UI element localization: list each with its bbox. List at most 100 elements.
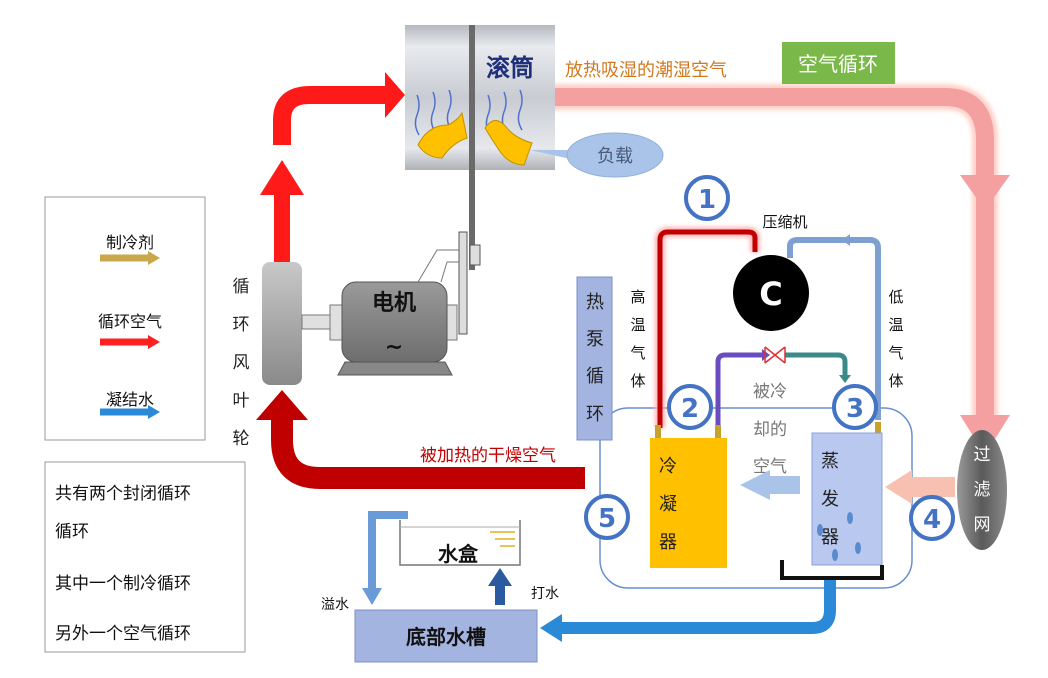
air-cycle-badge-label: 空气循环 — [798, 52, 878, 76]
svg-text:循环: 循环 — [55, 522, 89, 542]
svg-text:蒸: 蒸 — [821, 451, 839, 472]
filter — [957, 430, 1007, 550]
notes-text: 共有两个封闭循环 循环 其中一个制冷循环 另外一个空气循环 — [55, 484, 191, 644]
svg-text:体: 体 — [630, 372, 645, 390]
clothes-load-icon — [417, 111, 468, 159]
heat-pump-cycle-label-box — [576, 276, 613, 441]
step-5: 5 — [584, 494, 630, 540]
condenser-label: 冷凝器 — [659, 456, 677, 553]
water-box-label: 水盒 — [438, 542, 479, 566]
svg-text:其中一个制冷循环: 其中一个制冷循环 — [55, 574, 191, 594]
legend-item-circulating-air: 循环空气 — [98, 312, 162, 349]
moist-air-label: 放热吸湿的潮湿空气 — [565, 60, 727, 81]
arrow-icon — [148, 405, 160, 419]
pump-label: 打水 — [531, 585, 559, 602]
high-temp-pipe — [657, 229, 758, 428]
compressor-label: 压缩机 — [762, 213, 807, 231]
low-temp-gas-label: 低温 气体 — [888, 288, 903, 390]
heat-pump-cycle-label: 热 泵 循 环 — [586, 292, 604, 425]
svg-text:气: 气 — [888, 344, 903, 362]
svg-text:风: 风 — [233, 353, 250, 373]
svg-text:叶: 叶 — [233, 391, 250, 411]
svg-text:1: 1 — [698, 185, 716, 215]
dry-air-label: 被加热的干燥空气 — [420, 446, 556, 466]
bottom-tank-label: 底部水槽 — [406, 625, 486, 649]
svg-text:轮: 轮 — [233, 429, 250, 449]
filter-label: 过滤网 — [974, 445, 991, 535]
condenser — [650, 438, 727, 568]
drive-belt — [469, 25, 475, 270]
legend-item-refrigerant: 制冷剂 — [100, 233, 160, 265]
overflow-label: 溢水 — [321, 597, 349, 613]
clothes-load-icon — [484, 120, 533, 166]
svg-text:4: 4 — [923, 505, 941, 535]
svg-text:凝结水: 凝结水 — [106, 390, 154, 409]
step-4: 4 — [909, 495, 955, 541]
hot-air-flow-arrow — [260, 72, 405, 262]
motor: 电机 ~ — [301, 231, 481, 376]
svg-text:滤: 滤 — [974, 480, 991, 500]
svg-text:5: 5 — [598, 504, 616, 534]
dry-air-flow-arrow — [256, 390, 585, 489]
svg-text:冷: 冷 — [659, 456, 677, 477]
legend-box — [44, 196, 206, 441]
svg-text:环: 环 — [233, 315, 250, 335]
air-cycle-badge — [782, 42, 895, 84]
liquid-pipe — [715, 352, 765, 425]
drum-label: 滚筒 — [486, 54, 534, 82]
svg-text:循: 循 — [233, 277, 250, 297]
drum: 滚筒 — [405, 25, 555, 170]
drip-tray — [780, 560, 884, 580]
svg-text:泵: 泵 — [586, 329, 604, 350]
svg-text:过: 过 — [974, 445, 991, 465]
svg-text:被冷: 被冷 — [753, 382, 787, 402]
legend-item-condensate: 凝结水 — [100, 390, 160, 419]
expansion-valve-icon — [764, 346, 786, 364]
cooled-air-arrow — [740, 470, 770, 500]
svg-text:凝: 凝 — [659, 494, 677, 515]
evaporator — [811, 432, 883, 566]
evaporator-label: 蒸发器 — [821, 451, 839, 548]
svg-text:制冷剂: 制冷剂 — [106, 233, 154, 252]
svg-text:器: 器 — [659, 532, 677, 553]
svg-text:温: 温 — [888, 316, 903, 334]
svg-text:空气: 空气 — [753, 457, 787, 477]
step-3: 3 — [832, 384, 878, 430]
svg-text:另外一个空气循环: 另外一个空气循环 — [55, 624, 191, 644]
bottom-tank — [354, 609, 538, 663]
svg-text:温: 温 — [630, 316, 645, 334]
svg-text:循环空气: 循环空气 — [98, 312, 162, 331]
svg-text:网: 网 — [974, 515, 991, 535]
fan-label: 循 环 风 叶 轮 — [233, 277, 250, 449]
low-temp-pipe — [787, 237, 881, 420]
svg-text:热: 热 — [586, 292, 604, 313]
water-drops-icon — [817, 512, 861, 561]
svg-text:共有两个封闭循环: 共有两个封闭循环 — [55, 484, 191, 504]
svg-text:器: 器 — [821, 527, 839, 548]
svg-text:3: 3 — [846, 394, 864, 424]
motor-label: 电机 — [372, 291, 416, 316]
condensate-flow-arrow — [540, 580, 836, 642]
expansion-pipe — [785, 352, 848, 380]
svg-text:气: 气 — [630, 344, 645, 362]
overflow-arrow — [362, 511, 408, 605]
fan-impeller — [262, 262, 302, 385]
svg-text:2: 2 — [681, 394, 699, 424]
compressor — [733, 255, 809, 331]
motor-symbol: ~ — [385, 335, 403, 360]
svg-text:环: 环 — [586, 404, 604, 425]
arrow-icon — [148, 251, 160, 265]
water-box — [399, 520, 521, 566]
step-1: 1 — [684, 175, 730, 221]
arrow-icon — [148, 335, 160, 349]
svg-text:低: 低 — [888, 288, 903, 306]
load-callout: 负载 — [530, 132, 664, 178]
pump-arrow — [488, 568, 512, 605]
svg-text:体: 体 — [888, 372, 903, 390]
load-label: 负载 — [597, 146, 633, 167]
incoming-air-arrow — [885, 470, 912, 504]
compressor-symbol: C — [759, 275, 782, 313]
svg-text:高: 高 — [630, 288, 645, 306]
